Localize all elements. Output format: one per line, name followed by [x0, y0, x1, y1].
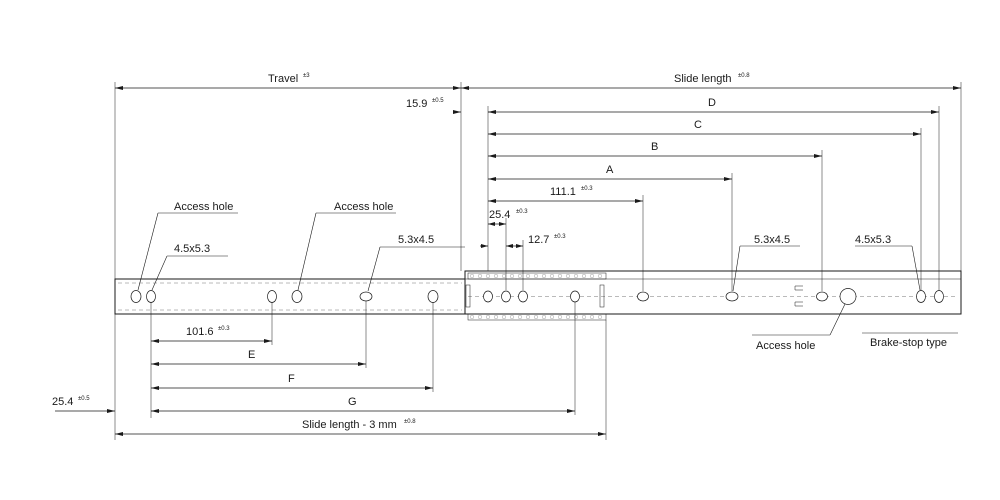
dim-A-label: A: [606, 164, 614, 176]
dim-101.6-label: 101.6: [186, 326, 214, 338]
inner-member: [464, 270, 962, 315]
hole-4.5x5.3-inner: [916, 290, 926, 303]
hole-5.3x4.5-inner: [725, 291, 739, 302]
hole-outer-2: [267, 290, 277, 303]
dim-25.4-left-label: 25.4: [52, 396, 73, 408]
hole-inner-4: [570, 290, 580, 303]
access-hole-outer-1: [130, 290, 142, 303]
callout-labels: Access hole 4.5x5.3 Access hole 5.3x4.5 …: [174, 201, 947, 352]
access-hole-outer-2: [291, 290, 303, 303]
retainer-end-stop-right: [599, 284, 605, 308]
dim-15.9-label: 15.9: [406, 98, 427, 110]
dim-15.9-tolerance: ±0.5: [432, 98, 444, 104]
brake-stop-tab: [794, 285, 803, 307]
hole-outer-3: [427, 290, 439, 303]
ball-retainer-bottom: [467, 313, 607, 321]
hole-inner-6: [816, 291, 828, 302]
dimension-lines: [55, 86, 961, 436]
hole-4.5x5.3-outer: [146, 290, 156, 303]
outer-member: [114, 278, 466, 315]
extension-lines: [114, 82, 962, 440]
leader-lines: [137, 212, 958, 336]
dim-F-label: F: [288, 373, 295, 385]
access-hole-callout-3: Access hole: [756, 340, 815, 352]
hole-inner-2: [501, 290, 511, 303]
dim-101.6-tolerance: ±0.3: [218, 326, 230, 332]
dim-D-label: D: [708, 97, 716, 109]
travel-label: Travel: [268, 73, 298, 85]
slide-length-minus-label: Slide length - 3 mm: [302, 419, 397, 431]
ball-retainer-top: [467, 272, 607, 280]
hole-inner-3: [518, 290, 528, 303]
access-hole-callout-2: Access hole: [334, 201, 393, 213]
slide-length-label: Slide length: [674, 73, 732, 85]
dim-12.7-tolerance: ±0.3: [554, 234, 566, 240]
hole-inner-1: [483, 290, 493, 303]
hole-inner-5: [637, 291, 649, 302]
dim-G-label: G: [348, 396, 357, 408]
hole-5.3x4.5-outer: [359, 291, 373, 302]
dim-25.4-top-label: 25.4: [489, 209, 510, 221]
dim-E-label: E: [248, 349, 255, 361]
brake-stop-type-label: Brake-stop type: [870, 337, 947, 349]
hole-inner-end: [934, 290, 944, 303]
slide-length-tolerance: ±0.8: [738, 73, 750, 79]
retainer-end-stop-left: [465, 284, 471, 308]
slide-length-minus-tolerance: ±0.8: [404, 419, 416, 425]
hole-4.5x5.3-callout-right: 4.5x5.3: [855, 234, 891, 246]
dim-111.1-label: 111.1: [550, 186, 576, 198]
hole-5.3x4.5-callout-left: 5.3x4.5: [398, 234, 434, 246]
dim-111.1-tolerance: ±0.3: [581, 186, 593, 192]
access-hole-callout-1: Access hole: [174, 201, 233, 213]
dim-25.4-top-tolerance: ±0.3: [516, 209, 528, 215]
access-hole-inner: [839, 288, 857, 305]
dimension-labels: Travel ±3 Slide length ±0.8 15.9 ±0.5 D …: [52, 73, 750, 431]
dim-25.4-left-tolerance: ±0.5: [78, 396, 90, 402]
dim-12.7-label: 12.7: [528, 234, 549, 246]
ball-bearings-bottom: [470, 315, 603, 320]
dim-C-label: C: [694, 119, 702, 131]
dim-B-label: B: [651, 141, 658, 153]
hole-5.3x4.5-callout-right: 5.3x4.5: [754, 234, 790, 246]
travel-tolerance: ±3: [303, 73, 310, 79]
hole-4.5x5.3-callout-left: 4.5x5.3: [174, 243, 210, 255]
slide-body: [114, 270, 962, 321]
